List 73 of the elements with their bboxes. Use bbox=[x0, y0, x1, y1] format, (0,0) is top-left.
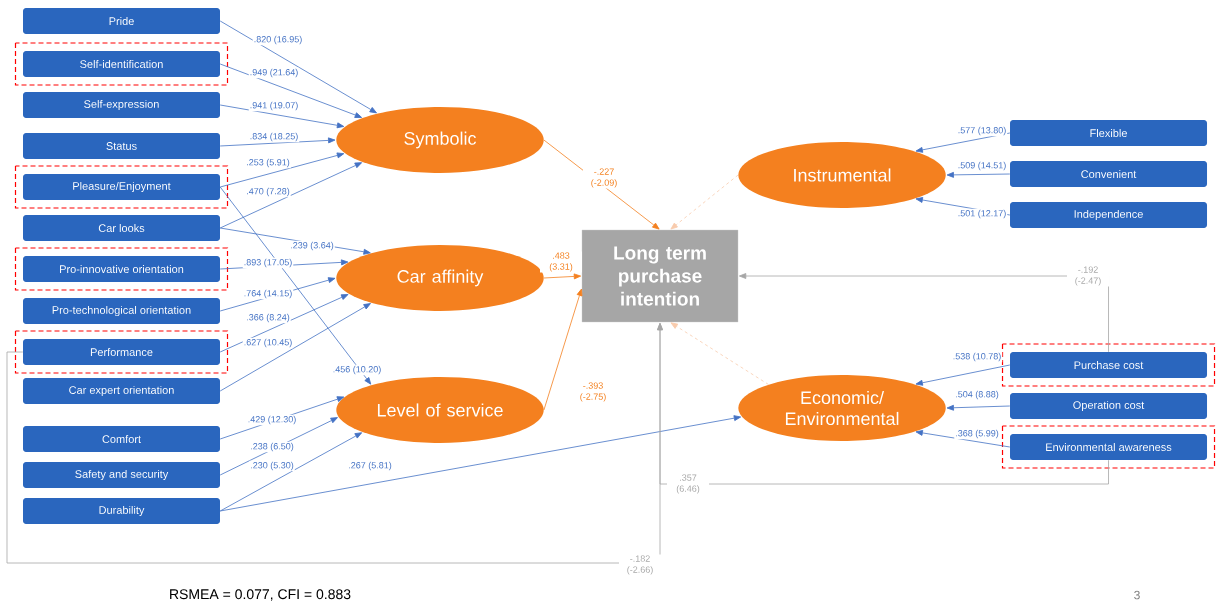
indicator-box: Purchase cost bbox=[1010, 352, 1207, 378]
arrow bbox=[219, 137, 336, 147]
arrow bbox=[670, 174, 739, 230]
edge-label: .501 (12.17) bbox=[956, 208, 1008, 220]
edge-label: .764 (14.15) bbox=[242, 288, 294, 300]
arrow bbox=[738, 273, 1109, 353]
arrow bbox=[219, 104, 345, 129]
edge-label: .470 (7.28) bbox=[245, 186, 291, 198]
indicator-box: Convenient bbox=[1010, 161, 1207, 187]
arrow bbox=[915, 364, 1011, 386]
edge-label: .456 (10.20) bbox=[331, 364, 383, 376]
indicator-box: Car expert orientation bbox=[23, 378, 220, 404]
fit-statistics: RSMEA = 0.077, CFI = 0.883 bbox=[170, 589, 351, 601]
indicator-box: Flexible bbox=[1010, 120, 1207, 146]
edge-label: .627 (10.45) bbox=[242, 337, 294, 349]
edge-label: .577 (13.80) bbox=[956, 125, 1008, 137]
edge-label: .483 (3.31) bbox=[540, 251, 582, 273]
edge-label: .504 (8.88) bbox=[954, 389, 1000, 401]
edge-label: -.182 (-2.66) bbox=[619, 554, 661, 576]
indicator-box: Durability bbox=[23, 498, 220, 524]
arrow bbox=[543, 288, 583, 411]
edge-label: .357 (6.46) bbox=[667, 473, 709, 495]
outcome-box: Long term purchase intention bbox=[581, 229, 739, 323]
arrow bbox=[219, 303, 371, 392]
indicator-box: Self-identification bbox=[23, 51, 220, 77]
indicator-box: Comfort bbox=[23, 426, 220, 452]
indicator-box: Independence bbox=[1010, 202, 1207, 228]
indicator-box: Performance bbox=[23, 339, 220, 365]
indicator-box: Car looks bbox=[23, 215, 220, 241]
arrow bbox=[670, 322, 769, 385]
arrow bbox=[219, 186, 372, 385]
arrow bbox=[219, 162, 363, 229]
indicator-box: Self-expression bbox=[23, 92, 220, 118]
arrow bbox=[219, 63, 362, 118]
edge-label: .267 (5.81) bbox=[347, 460, 393, 472]
indicator-box: Pro-innovative orientation bbox=[23, 256, 220, 282]
arrow bbox=[543, 273, 582, 280]
edge-label: .949 (21.64) bbox=[248, 67, 300, 79]
edge-label: .538 (10.78) bbox=[951, 351, 1003, 363]
edge-label: .239 (3.64) bbox=[289, 240, 335, 252]
arrow bbox=[6, 322, 663, 564]
indicator-box: Operation cost bbox=[1010, 393, 1207, 419]
arrow bbox=[915, 132, 1011, 153]
edge-label: .509 (14.51) bbox=[956, 160, 1008, 172]
edge-label: .366 (8.24) bbox=[245, 312, 291, 324]
arrow bbox=[915, 430, 1011, 448]
edge-label: .941 (19.07) bbox=[248, 100, 300, 112]
edge-label: .253 (5.91) bbox=[245, 157, 291, 169]
edge-label: .238 (6.50) bbox=[249, 441, 295, 453]
edge-label: .368 (5.99) bbox=[954, 428, 1000, 440]
arrow bbox=[946, 171, 1011, 178]
arrow bbox=[219, 432, 363, 512]
indicator-box: Safety and security bbox=[23, 462, 220, 488]
edge-label: .834 (18.25) bbox=[248, 131, 300, 143]
indicator-box: Environmental awareness bbox=[1010, 434, 1207, 460]
edge-label: .820 (16.95) bbox=[252, 34, 304, 46]
edge-label: .230 (5.30) bbox=[249, 460, 295, 472]
arrow bbox=[946, 404, 1011, 411]
edge-label: .429 (12.30) bbox=[246, 414, 298, 426]
page-number: 3 bbox=[1134, 590, 1140, 600]
edge-label: -.227 (-2.09) bbox=[583, 167, 625, 189]
arrow bbox=[219, 415, 742, 512]
arrow bbox=[219, 152, 345, 188]
indicator-box: Status bbox=[23, 133, 220, 159]
indicator-box: Pride bbox=[23, 8, 220, 34]
arrow bbox=[219, 417, 338, 476]
indicator-box: Pro-technological orientation bbox=[23, 298, 220, 324]
edge-label: -.192 (-2.47) bbox=[1067, 265, 1109, 287]
arrow bbox=[219, 294, 349, 353]
edge-label: -.393 (-2.75) bbox=[572, 381, 614, 403]
arrow bbox=[219, 20, 377, 114]
edge-label: .893 (17.05) bbox=[242, 257, 294, 269]
indicator-box: Pleasure/Enjoyment bbox=[23, 174, 220, 200]
